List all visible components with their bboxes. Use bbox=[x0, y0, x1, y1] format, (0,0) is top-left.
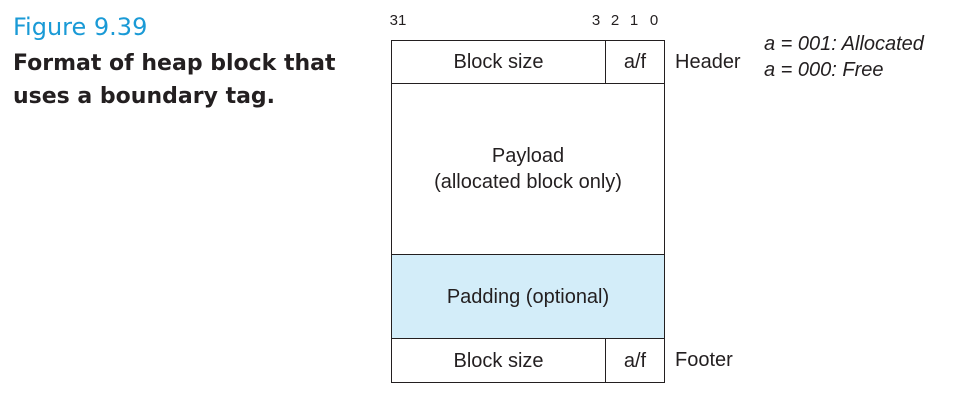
heap-block-diagram: Block size a/f Payload (allocated block … bbox=[391, 40, 665, 383]
padding-label: Padding (optional) bbox=[446, 285, 610, 308]
bit-label-3: 3 bbox=[591, 12, 601, 29]
payload-label: Payload bbox=[491, 145, 565, 167]
header-block-size: Block size bbox=[392, 41, 606, 83]
header-row: Block size a/f bbox=[392, 41, 664, 84]
figure-caption: Format of heap block that uses a boundar… bbox=[13, 51, 336, 109]
allocated-note: a = 001: Allocated bbox=[764, 33, 924, 55]
footer-side-label: Footer bbox=[675, 349, 733, 371]
header-side-label: Header bbox=[675, 51, 741, 73]
footer-row: Block size a/f bbox=[392, 339, 664, 382]
bit-label-2: 2 bbox=[610, 12, 620, 29]
bit-label-31: 31 bbox=[389, 12, 407, 29]
footer-alloc-flag: a/f bbox=[623, 349, 647, 372]
footer-block-size: Block size bbox=[392, 339, 606, 382]
padding-row: Padding (optional) bbox=[392, 255, 664, 339]
free-note: a = 000: Free bbox=[764, 59, 884, 81]
bit-label-0: 0 bbox=[649, 12, 659, 29]
bit-label-1: 1 bbox=[629, 12, 639, 29]
payload-sublabel: (allocated block only) bbox=[434, 171, 622, 193]
figure-number: Figure 9.39 bbox=[13, 13, 148, 41]
payload-row: Payload (allocated block only) bbox=[392, 84, 664, 255]
header-alloc-flag: a/f bbox=[623, 51, 647, 73]
